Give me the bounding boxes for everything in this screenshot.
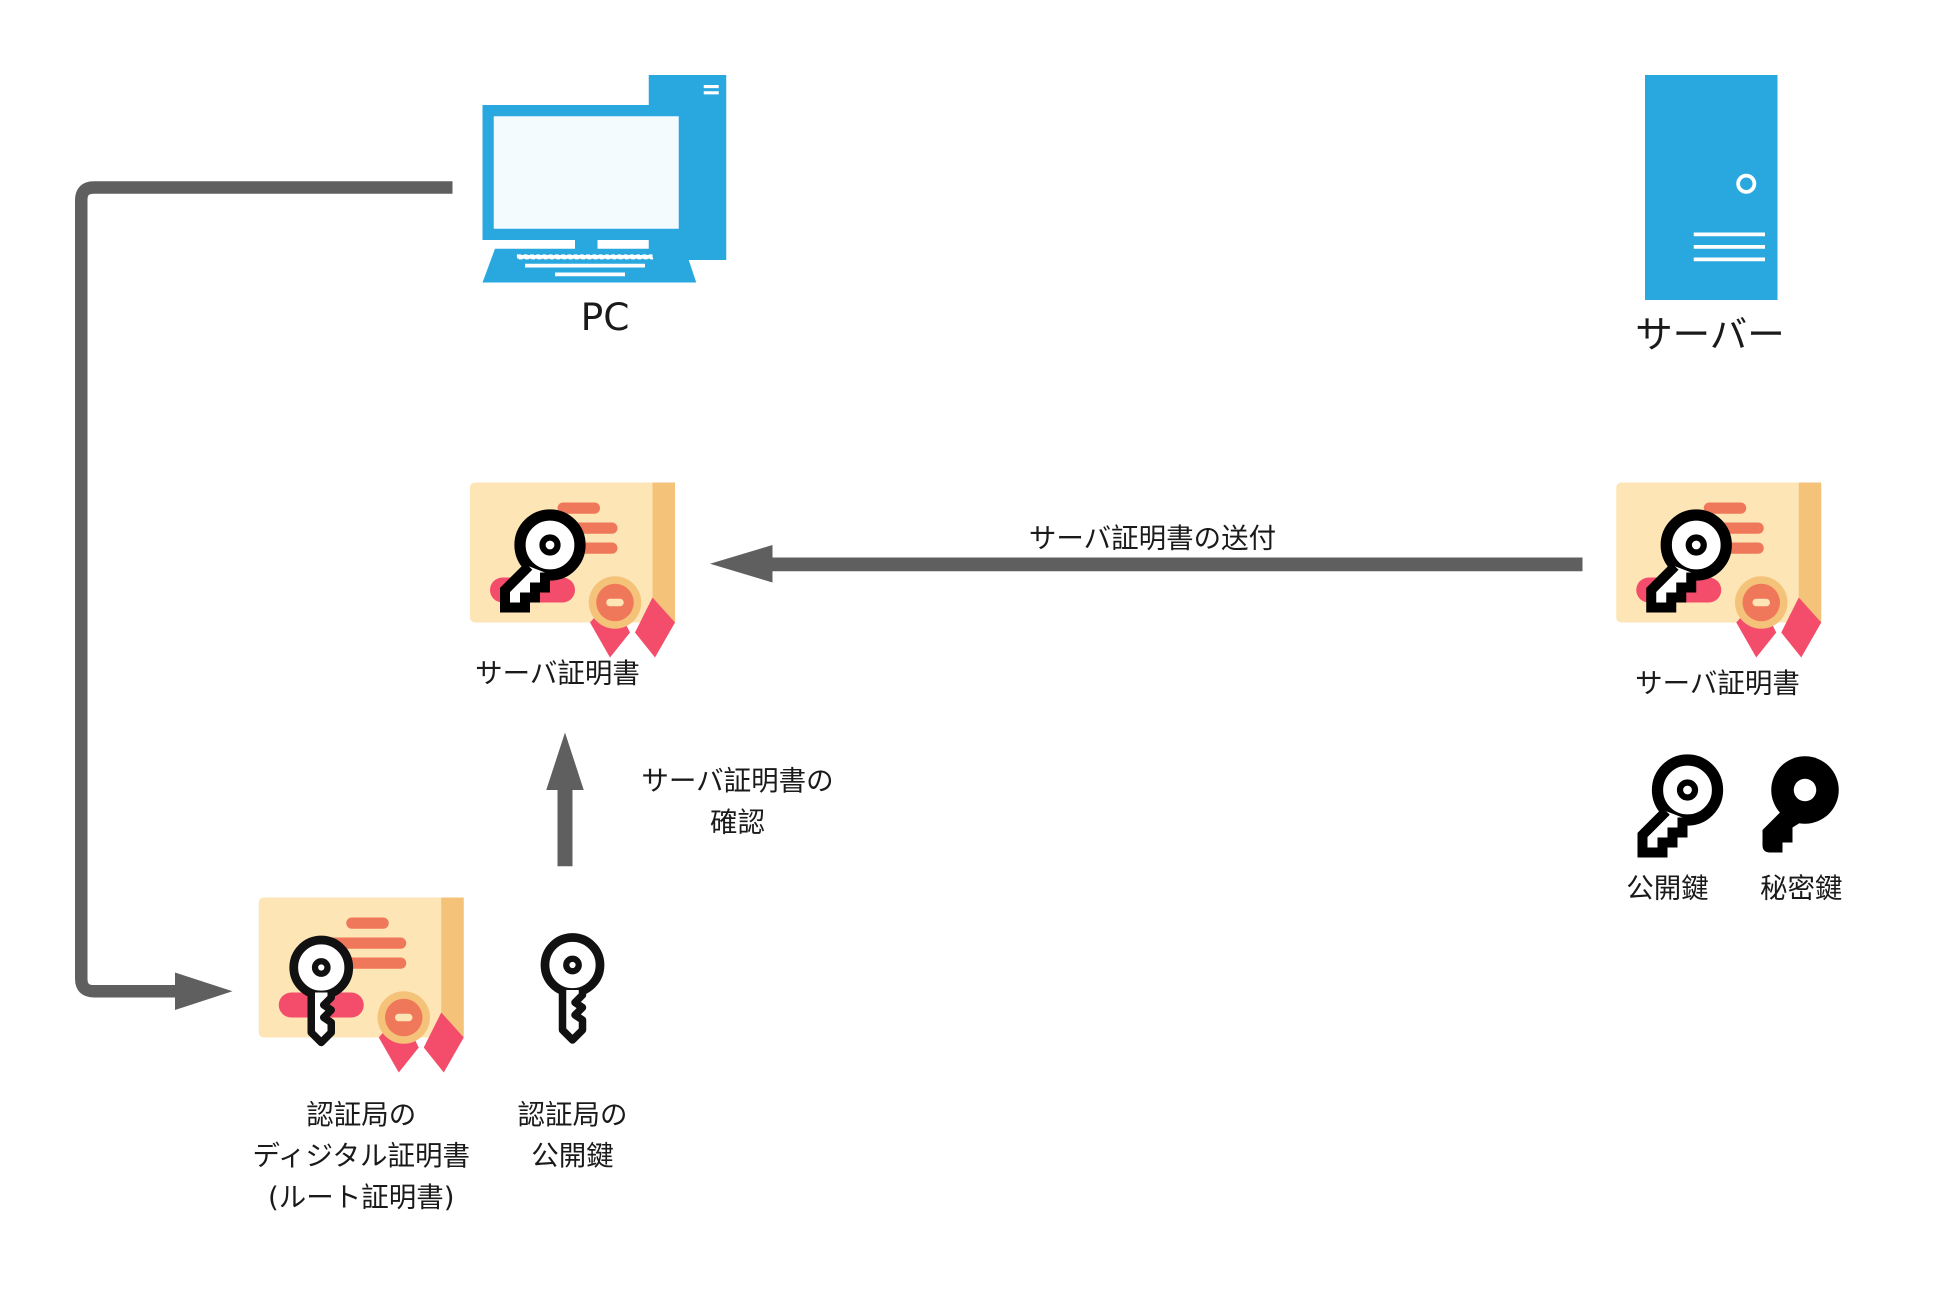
ca-key-label-line1: 認証局の — [518, 1099, 628, 1131]
server-certificate-icon — [1616, 482, 1822, 658]
ca-key-label-line2: 公開鍵 — [531, 1140, 614, 1172]
arrowhead — [175, 972, 233, 1010]
verify-arrow — [546, 732, 584, 867]
root-cert-label-line1: 認証局の — [306, 1099, 416, 1131]
server-label: サーバー — [1635, 313, 1785, 357]
private-key-icon — [1762, 756, 1839, 853]
verify-label-line1: サーバ証明書の — [641, 765, 833, 797]
pc-to-root-cert-arrow — [75, 181, 453, 998]
verify-label-line2: 確認 — [710, 806, 765, 838]
private-key-label: 秘密鍵 — [1760, 873, 1843, 905]
server-cert-label: サーバ証明書 — [1635, 668, 1800, 700]
pc-label: PC — [581, 295, 630, 339]
root-cert-label-line2: ディジタル証明書 — [252, 1140, 470, 1172]
send-cert-arrow — [710, 545, 1583, 583]
ca-public-key-icon — [545, 938, 600, 1041]
root-cert-label-line3: (ルート証明書) — [268, 1181, 454, 1213]
send-cert-label: サーバ証明書の送付 — [1029, 523, 1276, 555]
root-certificate-icon — [258, 897, 464, 1073]
pc-server-cert-label: サーバ証明書 — [475, 658, 640, 690]
pc-icon — [482, 75, 727, 283]
public-key-icon — [1643, 760, 1718, 853]
server-icon — [1645, 75, 1778, 300]
public-key-label: 公開鍵 — [1626, 873, 1709, 905]
pc-server-certificate-icon — [470, 482, 675, 658]
